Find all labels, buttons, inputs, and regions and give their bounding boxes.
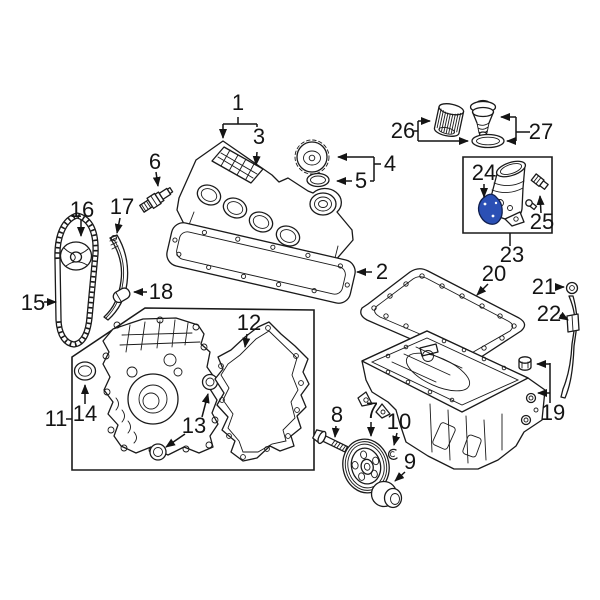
callout-25-label: 25 bbox=[530, 209, 554, 234]
valve-cover-gasket-drawing bbox=[166, 222, 356, 304]
callout-16: 16 bbox=[70, 197, 94, 237]
callout-8-label: 8 bbox=[331, 402, 343, 427]
filter-cap-drawing bbox=[469, 99, 497, 137]
callout-5: 5 bbox=[336, 168, 367, 193]
oil-pan-drawing bbox=[357, 330, 546, 470]
callout-22-label: 22 bbox=[537, 301, 561, 326]
timing-cover-drawing bbox=[73, 316, 219, 461]
callout-18: 18 bbox=[133, 279, 173, 304]
oil-filter-housing-drawing bbox=[477, 160, 549, 227]
callout-8: 8 bbox=[331, 402, 343, 438]
callout-13-label: 13 bbox=[182, 413, 206, 438]
callout-23: 23 bbox=[500, 233, 524, 267]
callout-6-label: 6 bbox=[149, 149, 161, 174]
callout-3: 3 bbox=[252, 124, 265, 166]
callout-14-label: 14 bbox=[73, 401, 97, 426]
callout-13: 13 bbox=[165, 393, 210, 448]
callout-17: 17 bbox=[110, 194, 134, 234]
callout-26-label: 26 bbox=[391, 118, 415, 143]
plug-18-drawing bbox=[112, 287, 131, 304]
callout-2: 2 bbox=[356, 259, 388, 284]
crank-bolt-drawing bbox=[312, 429, 349, 453]
callout-15-label: 15 bbox=[21, 290, 45, 315]
timing-chain-drawing bbox=[54, 212, 99, 348]
filler-cap-seal-drawing bbox=[306, 172, 330, 188]
oil-filter-element-drawing bbox=[433, 103, 465, 137]
callout-16-label: 16 bbox=[70, 197, 94, 222]
callout-7-label: 7 bbox=[366, 398, 378, 423]
housing-bolt bbox=[525, 199, 538, 211]
callout-6: 6 bbox=[149, 149, 161, 187]
callout-3-label: 3 bbox=[253, 124, 265, 149]
callout-12: 12 bbox=[237, 310, 261, 348]
callout-24-label: 24 bbox=[472, 160, 496, 185]
callout-21-label: 21 bbox=[532, 274, 556, 299]
callout-9-label: 9 bbox=[404, 449, 416, 474]
housing-gasket-highlighted bbox=[477, 193, 503, 225]
callout-23-label: 23 bbox=[500, 242, 524, 267]
crank-pulley-drawing bbox=[342, 438, 390, 494]
callout-17-label: 17 bbox=[110, 194, 134, 219]
callout-1: 1 bbox=[219, 90, 258, 139]
callout-24: 24 bbox=[472, 160, 496, 198]
dipstick-drawing bbox=[560, 281, 580, 399]
callout-15: 15 bbox=[21, 290, 57, 315]
callout-20: 20 bbox=[476, 261, 506, 296]
oil-pan-flange bbox=[520, 392, 539, 426]
valve-cover-ports bbox=[196, 184, 301, 247]
oil-pan-gasket-drawing bbox=[360, 268, 526, 363]
callout-11: 11 bbox=[45, 406, 72, 431]
oil-filler-neck bbox=[309, 192, 337, 216]
callout-18-label: 18 bbox=[149, 279, 173, 304]
callout-27-label: 27 bbox=[529, 119, 553, 144]
camshaft-sprocket bbox=[59, 241, 93, 271]
callout-1-label: 1 bbox=[232, 90, 244, 115]
valve-cover-drawing bbox=[176, 140, 354, 274]
callout-9: 9 bbox=[394, 449, 416, 482]
callout-4-label: 4 bbox=[384, 151, 396, 176]
seal-13b bbox=[149, 443, 167, 461]
housing-fitting bbox=[530, 173, 549, 190]
sensor-drawing bbox=[139, 186, 174, 213]
pulley-hub-drawing bbox=[370, 480, 403, 509]
callout-11-label: 11 bbox=[45, 406, 68, 431]
callout-2-label: 2 bbox=[376, 259, 388, 284]
callout-10-label: 10 bbox=[387, 409, 411, 434]
valve-cover-grid-pad bbox=[211, 146, 264, 184]
oil-filler-cap-drawing bbox=[294, 139, 330, 175]
callout-26: 26 bbox=[391, 117, 469, 145]
timing-cover-group-box bbox=[71, 307, 315, 471]
crank-seal-14 bbox=[73, 361, 97, 381]
callout-20-label: 20 bbox=[482, 261, 506, 286]
callouts-layer: 1 3 4 5 2 6 16 17 bbox=[21, 90, 569, 482]
callout-22: 22 bbox=[537, 301, 569, 326]
oil-filter-housing-group-box bbox=[462, 156, 553, 234]
callout-21: 21 bbox=[532, 274, 565, 299]
filter-cap-oring-drawing bbox=[471, 133, 505, 149]
callout-19: 19 bbox=[536, 360, 565, 425]
drain-plug-drawing bbox=[518, 356, 532, 371]
callout-7: 7 bbox=[366, 398, 378, 437]
callout-19-label: 19 bbox=[541, 400, 565, 425]
woodruff-key-drawing bbox=[387, 448, 398, 461]
callout-5-label: 5 bbox=[355, 168, 367, 193]
callout-14: 14 bbox=[73, 384, 97, 426]
seal-13a bbox=[201, 373, 219, 391]
callout-4: 4 bbox=[337, 151, 396, 182]
callout-12-label: 12 bbox=[237, 310, 261, 335]
callout-27: 27 bbox=[500, 113, 553, 145]
callout-25: 25 bbox=[530, 195, 554, 234]
timing-cover-gasket-drawing bbox=[214, 321, 310, 462]
chain-guide-drawing bbox=[103, 234, 129, 321]
callout-10: 10 bbox=[387, 409, 411, 446]
